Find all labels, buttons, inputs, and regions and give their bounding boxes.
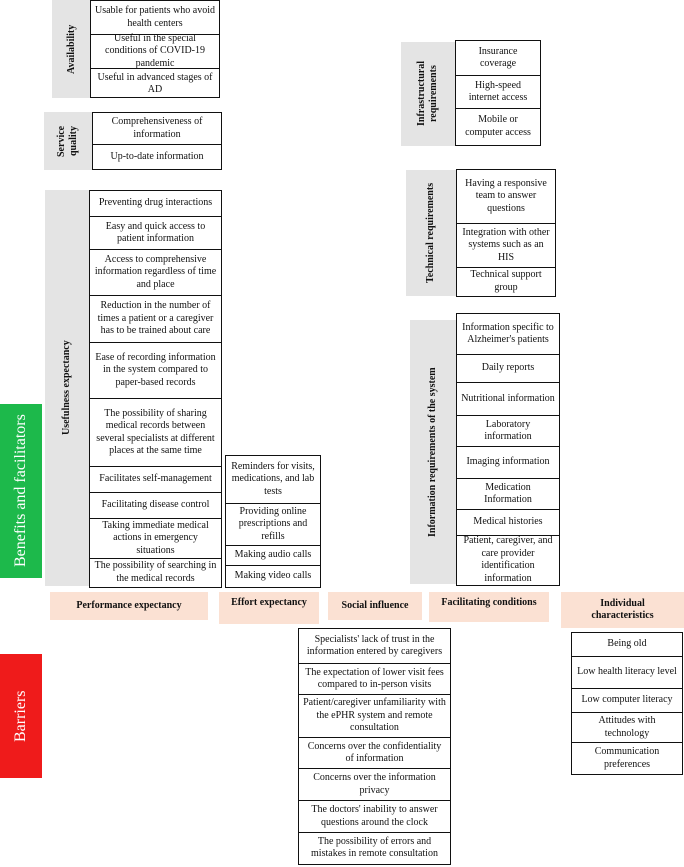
benefits-facilitators-label: Benefits and facilitators <box>0 404 42 578</box>
list-item: Useful in advanced stages of AD <box>97 71 213 96</box>
list-item: Usable for patients who avoid health cen… <box>91 1 219 35</box>
category-individual-characteristics: Individual characteristics <box>561 592 684 628</box>
list-item: Mobile or computer access <box>465 114 531 138</box>
list-item: Taking immediate medical actions in emer… <box>90 519 221 559</box>
list-item: Concerns over the information privacy <box>299 769 450 801</box>
availability-box: Usable for patients who avoid health cen… <box>90 0 220 98</box>
category-social-influence: Social influence <box>328 592 422 620</box>
list-item: Useful in the special conditions of COVI… <box>91 33 219 69</box>
list-item: Reduction in the number of times a patie… <box>90 296 221 343</box>
list-item: Daily reports <box>457 355 559 383</box>
usefulness-label: Usefulness expectancy <box>61 340 72 436</box>
technical-tab <box>406 170 456 296</box>
information-tab <box>410 320 456 584</box>
list-item: Being old <box>572 633 682 657</box>
list-item: Providing online prescriptions and refil… <box>226 504 320 546</box>
list-item: Comprehensiveness of information <box>93 113 221 145</box>
list-item: Integration with other systems such as a… <box>457 224 555 268</box>
service-quality-tab <box>44 112 92 170</box>
information-label: Information requirements of the system <box>427 367 438 537</box>
availability-tab <box>52 0 92 98</box>
list-item: Insurance coverage <box>456 41 540 76</box>
social-barriers-box: Specialists' lack of trust in the inform… <box>298 628 451 865</box>
technical-label: Technical requirements <box>425 182 436 284</box>
category-performance-expectancy: Performance expectancy <box>50 592 208 620</box>
list-item: Easy and quick access to patient informa… <box>90 217 221 250</box>
infrastructural-label: Infrastructural requirements <box>416 61 439 127</box>
list-item: Ease of recording information in the sys… <box>90 343 221 399</box>
list-item: Low health literacy level <box>572 657 682 689</box>
category-effort-expectancy: Effort expectancy <box>219 592 319 624</box>
list-item: Patient, caregiver, and care provider id… <box>463 535 553 584</box>
list-item: Nutritional information <box>457 383 559 416</box>
list-item: High-speed internet access <box>456 76 540 109</box>
infrastructural-box: Insurance coverage High-speed internet a… <box>455 40 541 146</box>
list-item: Access to comprehensive information rega… <box>90 250 221 296</box>
list-item: The possibility of errors and mistakes i… <box>311 835 438 860</box>
individual-barriers-box: Being old Low health literacy level Low … <box>571 632 683 775</box>
list-item: Information specific to Alzheimer's pati… <box>457 314 559 355</box>
list-item: Low computer literacy <box>572 689 682 713</box>
list-item: The possibility of sharing medical recor… <box>90 399 221 467</box>
barriers-label: Barriers <box>0 654 42 778</box>
list-item: The expectation of lower visit fees comp… <box>299 664 450 695</box>
infrastructural-tab <box>401 42 455 146</box>
list-item: The doctors' inability to answer questio… <box>299 801 450 833</box>
list-item: Concerns over the confidentiality of inf… <box>299 738 450 769</box>
service-quality-label: Service quality <box>56 125 79 157</box>
list-item: Facilitates self-management <box>90 467 221 493</box>
list-item: Having a responsive team to answer quest… <box>457 170 555 224</box>
effort-box: Reminders for visits, medications, and l… <box>225 455 321 588</box>
list-item: Making video calls <box>234 569 312 581</box>
list-item: Medical histories <box>457 510 559 536</box>
list-item: The possibility of searching in the medi… <box>94 560 217 584</box>
list-item: Reminders for visits, medications, and l… <box>226 456 320 504</box>
information-box: Information specific to Alzheimer's pati… <box>456 313 560 586</box>
list-item: Communication preferences <box>594 746 660 770</box>
list-item: Laboratory information <box>457 416 559 447</box>
list-item: Preventing drug interactions <box>90 191 221 217</box>
category-facilitating-conditions: Facilitating conditions <box>429 592 549 622</box>
list-item: Technical support group <box>470 269 542 293</box>
list-item: Attitudes with technology <box>572 713 682 743</box>
list-item: Patient/caregiver unfamiliarity with the… <box>299 695 450 738</box>
list-item: Facilitating disease control <box>90 493 221 519</box>
list-item: Imaging information <box>457 447 559 479</box>
list-item: Medication Information <box>457 479 559 510</box>
service-quality-box: Comprehensiveness of information Up-to-d… <box>92 112 222 170</box>
usefulness-box: Preventing drug interactions Easy and qu… <box>89 190 222 588</box>
list-item: Specialists' lack of trust in the inform… <box>299 629 450 664</box>
usefulness-tab <box>45 190 89 586</box>
technical-box: Having a responsive team to answer quest… <box>456 169 556 297</box>
availability-label: Availability <box>66 24 77 74</box>
list-item: Up-to-date information <box>110 150 204 162</box>
list-item: Making audio calls <box>226 546 320 566</box>
